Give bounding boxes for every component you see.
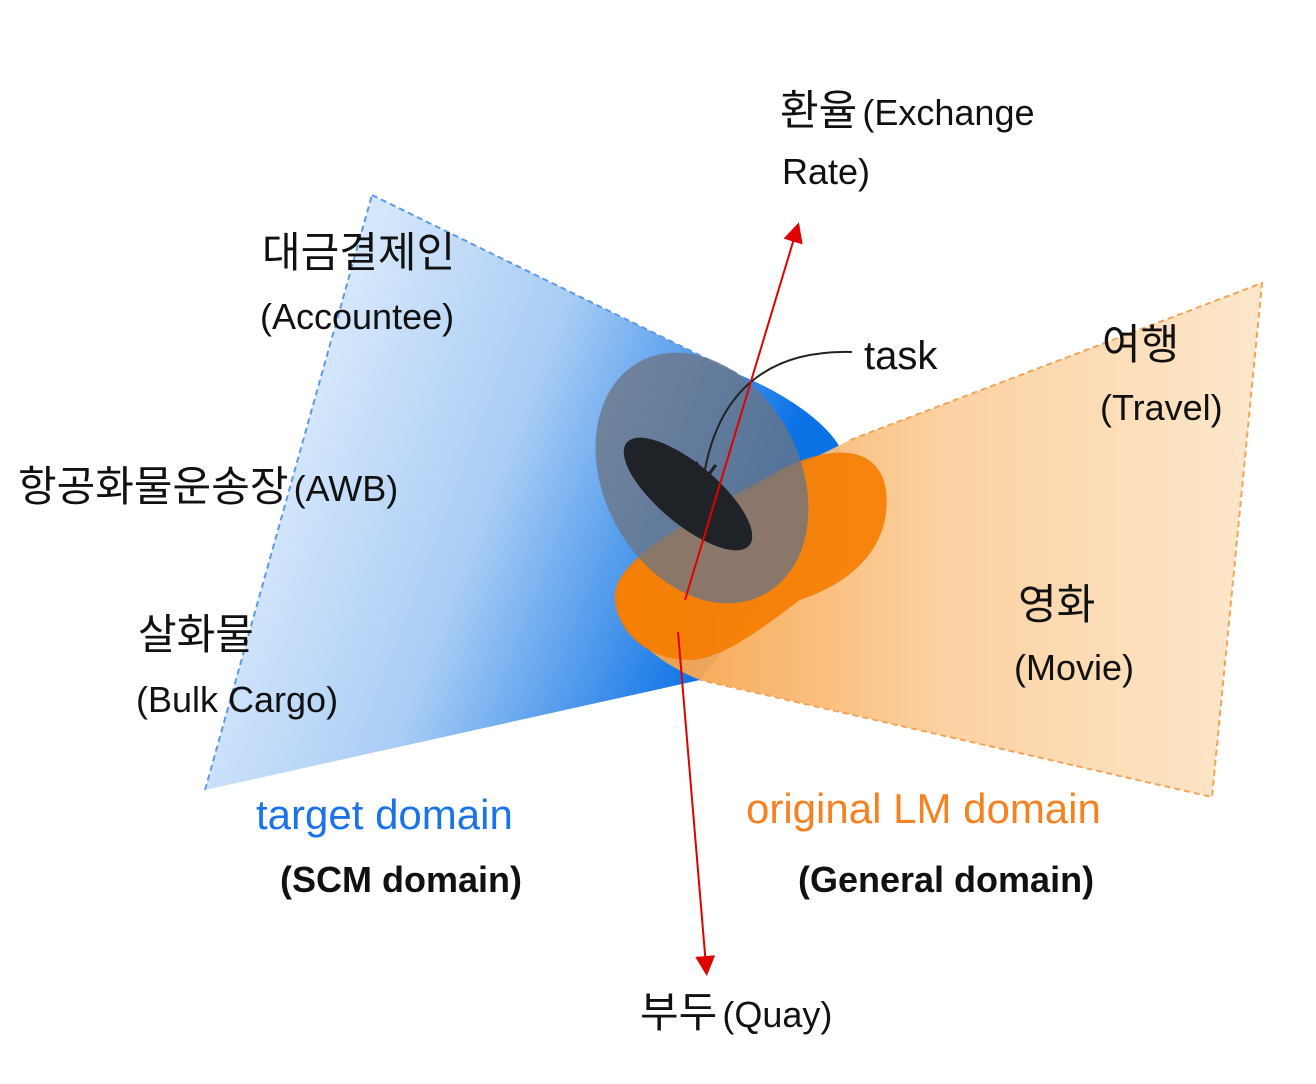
exchange-rate-en-1: (Exchange [862, 92, 1035, 133]
original-domain-edge [699, 281, 1264, 799]
target-domain-title: target domain [256, 791, 513, 838]
quay-en: (Quay) [722, 994, 833, 1035]
accountee-ko: 대금결제인 [262, 228, 456, 277]
awb-label: 항공화물운송장 (AWB) [18, 462, 398, 512]
target-domain-subtitle: (SCM domain) [280, 859, 522, 900]
task-label: task [864, 334, 938, 378]
quay-arrow [677, 631, 716, 976]
original-domain-cone [614, 283, 1262, 797]
accountee-en: (Accountee) [260, 296, 455, 337]
movie-en: (Movie) [1014, 647, 1135, 688]
awb-ko: 항공화물운송장 [18, 462, 289, 511]
bulk-cargo-en: (Bulk Cargo) [136, 679, 339, 720]
target-domain-edge [204, 194, 741, 791]
original-domain-subtitle: (General domain) [798, 859, 1095, 900]
awb-en: (AWB) [293, 468, 399, 509]
travel-ko: 여행 [1102, 320, 1180, 369]
quay-ko: 부두 [640, 988, 718, 1037]
travel-en: (Travel) [1100, 387, 1223, 428]
task-pointer-arrow [704, 350, 853, 475]
quay-label: 부두 (Quay) [640, 988, 832, 1038]
exchange-rate-en-2: Rate) [782, 151, 871, 192]
bulk-cargo-ko: 살화물 [138, 610, 254, 659]
exchange-rate-label: 환율 (Exchange [780, 86, 1034, 136]
task-inner-ellipse [623, 437, 753, 551]
exchange-rate-arrow [684, 222, 803, 601]
exchange-rate-ko: 환율 [780, 86, 858, 135]
original-domain-title: original LM domain [746, 785, 1101, 832]
movie-ko: 영화 [1018, 580, 1096, 629]
